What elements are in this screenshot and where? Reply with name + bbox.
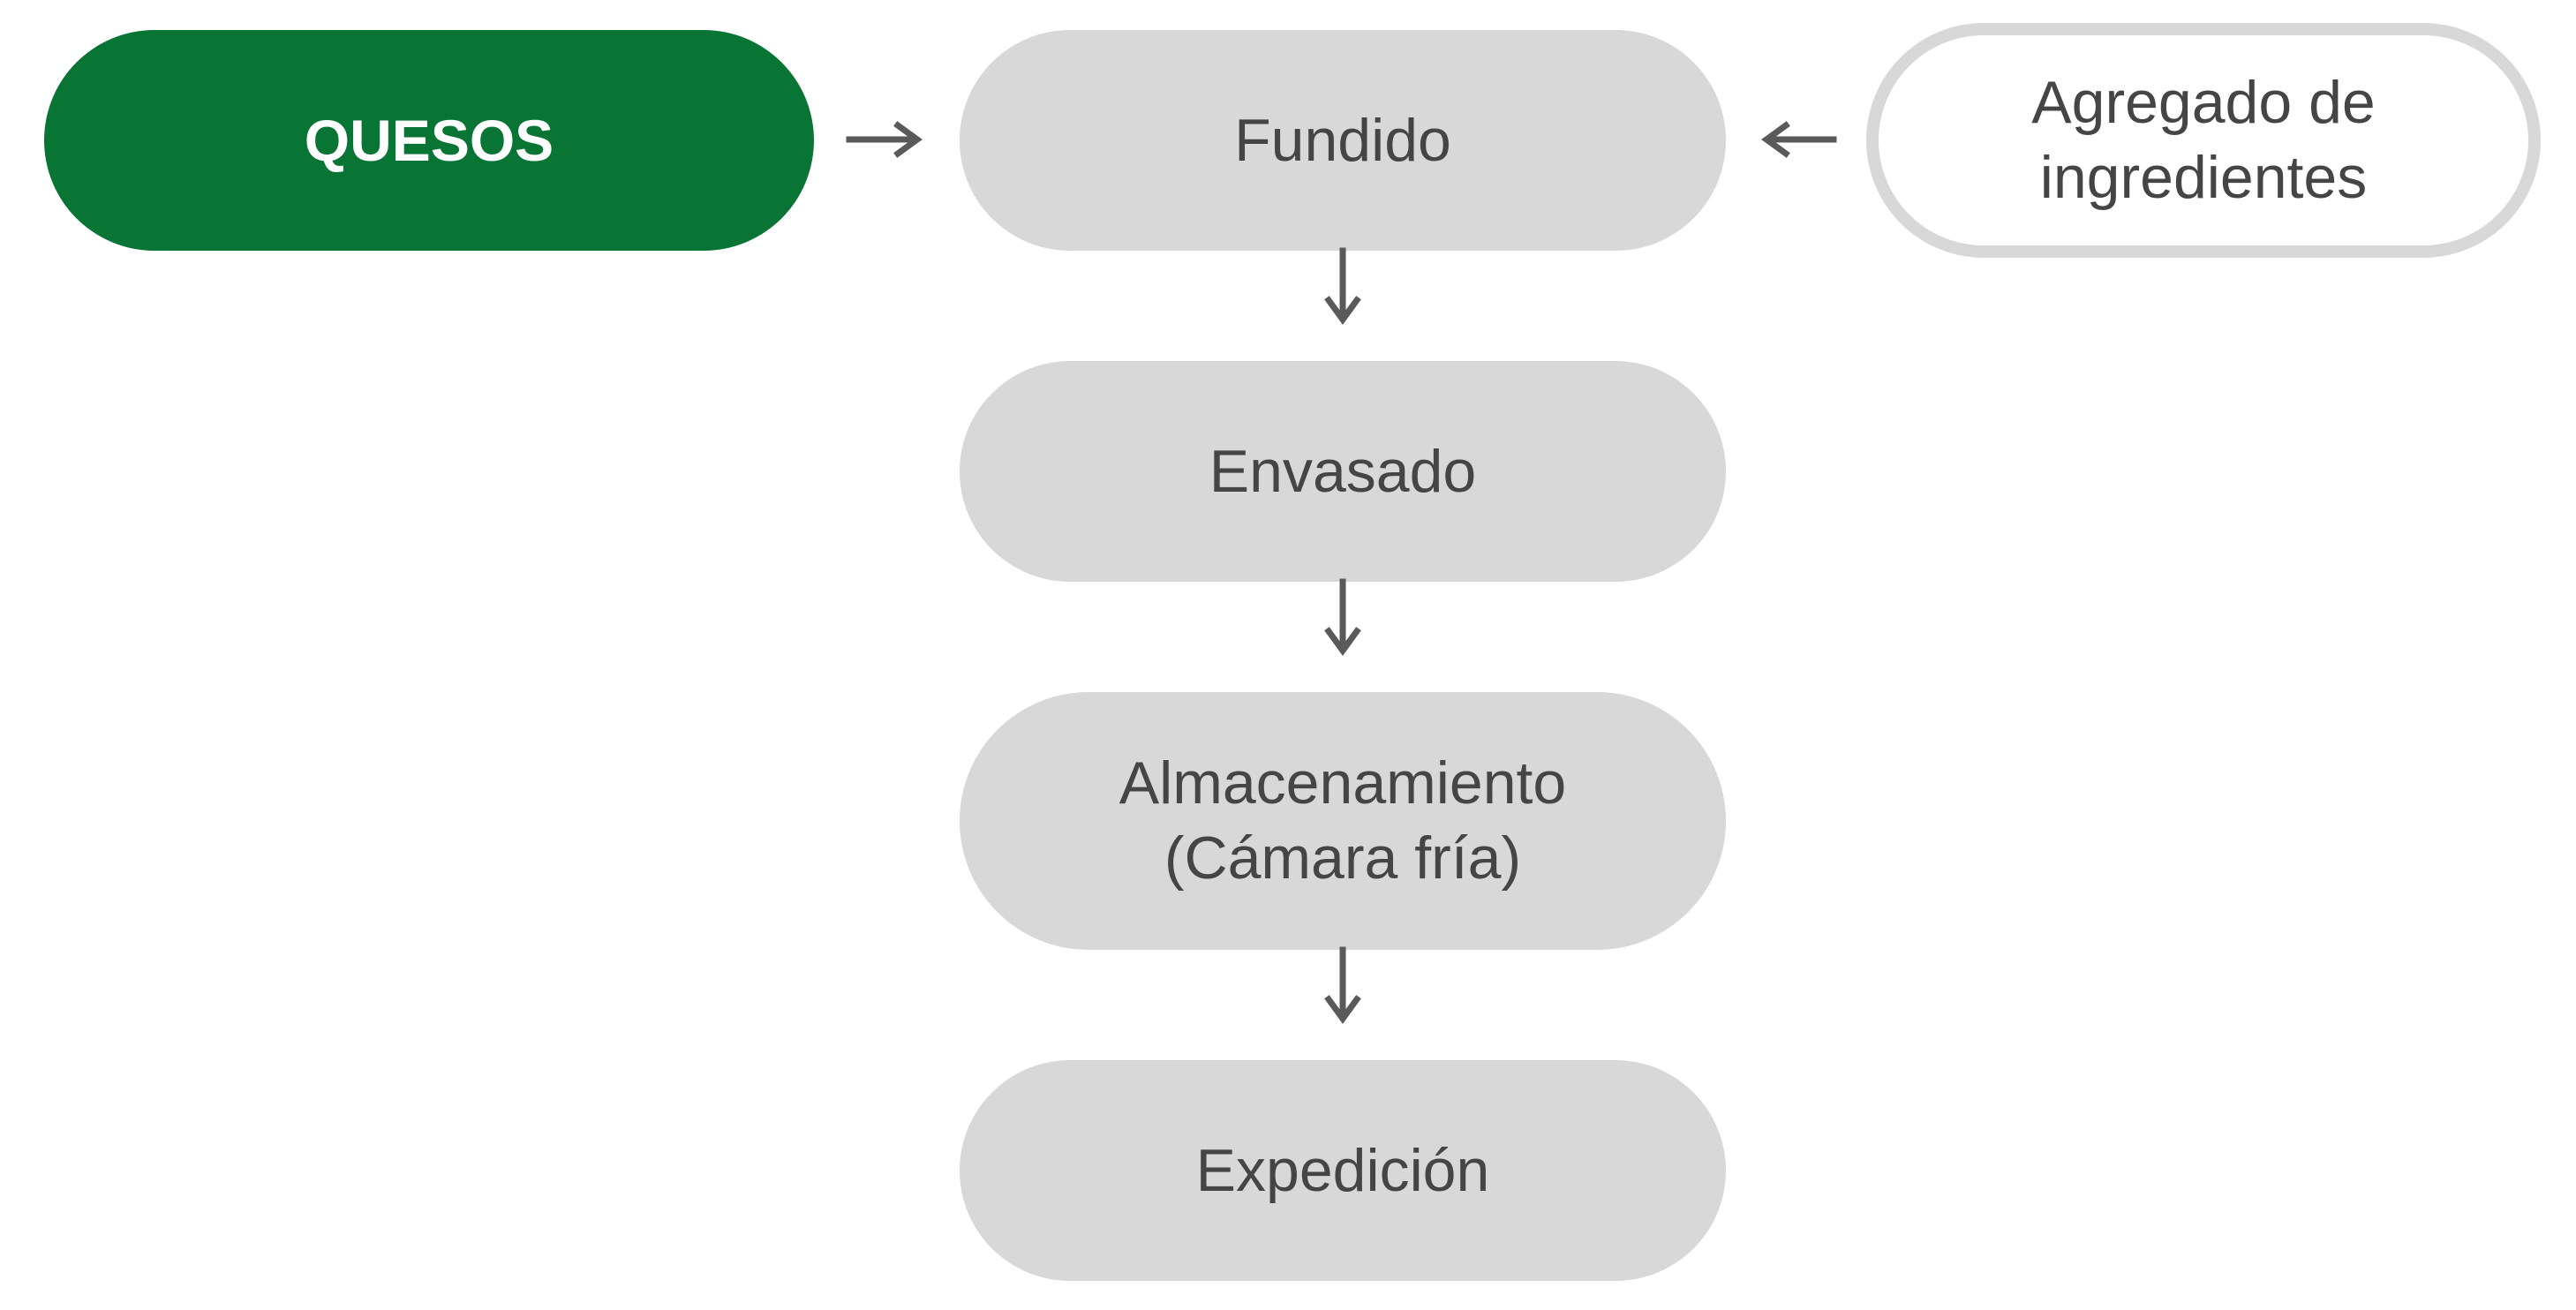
arrow-almacenamiento-to-expedicion xyxy=(1324,946,1361,1024)
node-quesos-label: QUESOS xyxy=(304,107,554,173)
node-envasado-label: Envasado xyxy=(1209,437,1477,505)
arrow-ingredientes-to-fundido xyxy=(1761,121,1837,158)
node-expedicion-label: Expedición xyxy=(1195,1136,1490,1204)
node-fundido: Fundido xyxy=(960,30,1726,251)
node-almacenamiento-line-1: Almacenamiento xyxy=(1119,749,1567,817)
node-almacenamiento: Almacenamiento (Cámara fría) xyxy=(960,692,1726,950)
arrow-fundido-to-envasado xyxy=(1324,247,1361,325)
node-agregado-line-1: Agregado de xyxy=(2031,69,2376,136)
node-almacenamiento-text: Almacenamiento (Cámara fría) xyxy=(1119,746,1566,896)
node-agregado-ingredientes: Agregado de ingredientes xyxy=(1866,23,2541,258)
node-almacenamiento-line-2: (Cámara fría) xyxy=(1164,824,1522,892)
node-agregado-line-2: ingredientes xyxy=(2039,144,2368,211)
arrow-envasado-to-almacenamiento xyxy=(1324,578,1361,656)
node-agregado-ingredientes-text: Agregado de ingredientes xyxy=(2031,65,2375,215)
node-fundido-label: Fundido xyxy=(1234,106,1451,174)
arrow-quesos-to-fundido xyxy=(846,121,923,158)
node-expedicion: Expedición xyxy=(960,1060,1726,1281)
node-envasado: Envasado xyxy=(960,361,1726,582)
node-quesos: QUESOS xyxy=(44,30,814,251)
